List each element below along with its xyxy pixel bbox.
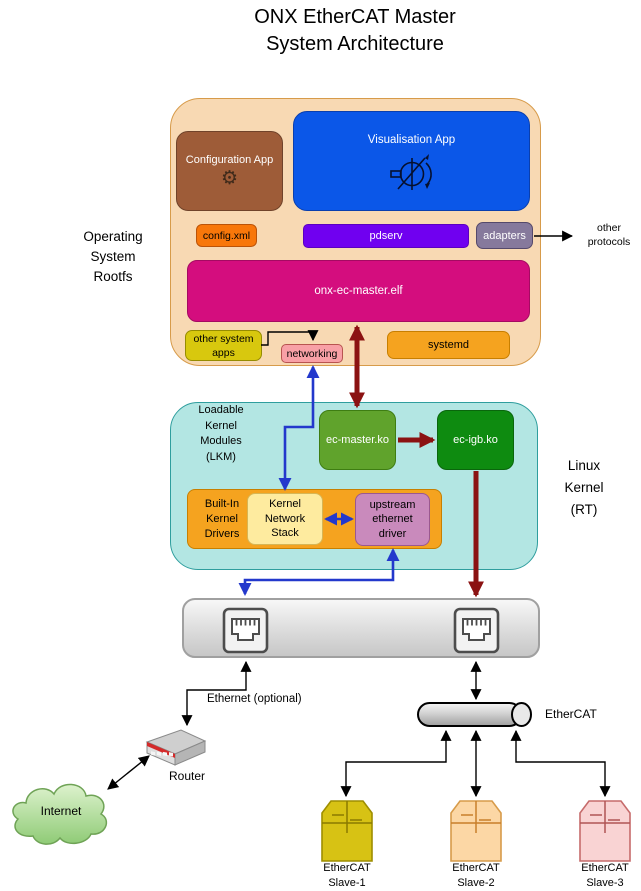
ethercat-slave-3-icon (579, 800, 631, 862)
gauge-meter-icon (389, 154, 432, 190)
ethercat-slave-1-label: EtherCAT Slave-1 (323, 862, 371, 889)
networking-node: networking (281, 344, 343, 363)
adapters-label: adapters (483, 229, 526, 242)
config-xml-node: config.xml (196, 224, 257, 247)
configuration-app-node: Configuration App ⚙ (176, 131, 283, 211)
ethercat-slave-3-label: EtherCAT Slave-3 (581, 862, 629, 889)
systemd-label: systemd (428, 339, 469, 351)
other-protocols-label: other protocols (587, 222, 631, 248)
systemd-node: systemd (387, 331, 510, 359)
gear-icon: ⚙ (220, 167, 239, 189)
pdserv-node: pdserv (303, 224, 469, 248)
adapters-node: adapters (476, 222, 533, 249)
pdserv-label: pdserv (369, 230, 403, 242)
linux-kernel-label: Linux Kernel (RT) (564, 458, 604, 517)
builtin-drivers-label: Built-In Kernel Drivers (204, 498, 240, 540)
internet-cloud-icon (12, 783, 108, 845)
internet-label: Internet (40, 804, 82, 818)
upstream-ethernet-driver-label: upstream ethernet driver (369, 498, 416, 540)
router-icon (145, 729, 207, 766)
visualisation-app-node: Visualisation App (293, 111, 530, 211)
upstream-ethernet-driver-node: upstream ethernet driver (355, 493, 430, 546)
os-rootfs-label: Operating System Rootfs (83, 229, 143, 284)
networking-label: networking (286, 347, 338, 360)
diagram-title: ONX EtherCAT Master System Architecture (254, 6, 456, 55)
other-system-apps-label: other system apps (193, 332, 254, 359)
ec-igb-ko-node: ec-igb.ko (437, 410, 514, 470)
ethernet-optional-label: Ethernet (optional) (207, 693, 302, 705)
ethernet-port-icon-left (222, 607, 269, 654)
onx-ec-master-node: onx-ec-master.elf (187, 260, 530, 322)
ec-master-ko-node: ec-master.ko (319, 410, 396, 470)
ethercat-slave-2-icon (450, 800, 502, 862)
kernel-network-stack-label: Kernel Network Stack (264, 498, 306, 540)
arrow-bus-slave3 (510, 729, 611, 798)
lkm-label: Loadable Kernel Modules (LKM) (198, 404, 244, 463)
ethernet-port-icon-right (453, 607, 500, 654)
other-system-apps-node: other system apps (185, 330, 262, 361)
ethercat-bus-icon (417, 702, 532, 727)
ethercat-slave-1-icon (321, 800, 373, 862)
visualisation-app-label: Visualisation App (367, 134, 456, 146)
config-xml-label: config.xml (202, 229, 251, 242)
onx-ec-master-label: onx-ec-master.elf (314, 285, 403, 297)
arrow-bus-slave1 (340, 729, 452, 798)
router-label: Router (168, 769, 206, 783)
ec-igb-ko-label: ec-igb.ko (453, 434, 498, 446)
kernel-network-stack-node: Kernel Network Stack (247, 493, 323, 545)
ethercat-slave-2-label: EtherCAT Slave-2 (452, 862, 500, 889)
ec-master-ko-label: ec-master.ko (326, 434, 389, 446)
ethercat-bus-label: EtherCAT (545, 707, 597, 721)
configuration-app-label: Configuration App (185, 154, 274, 166)
